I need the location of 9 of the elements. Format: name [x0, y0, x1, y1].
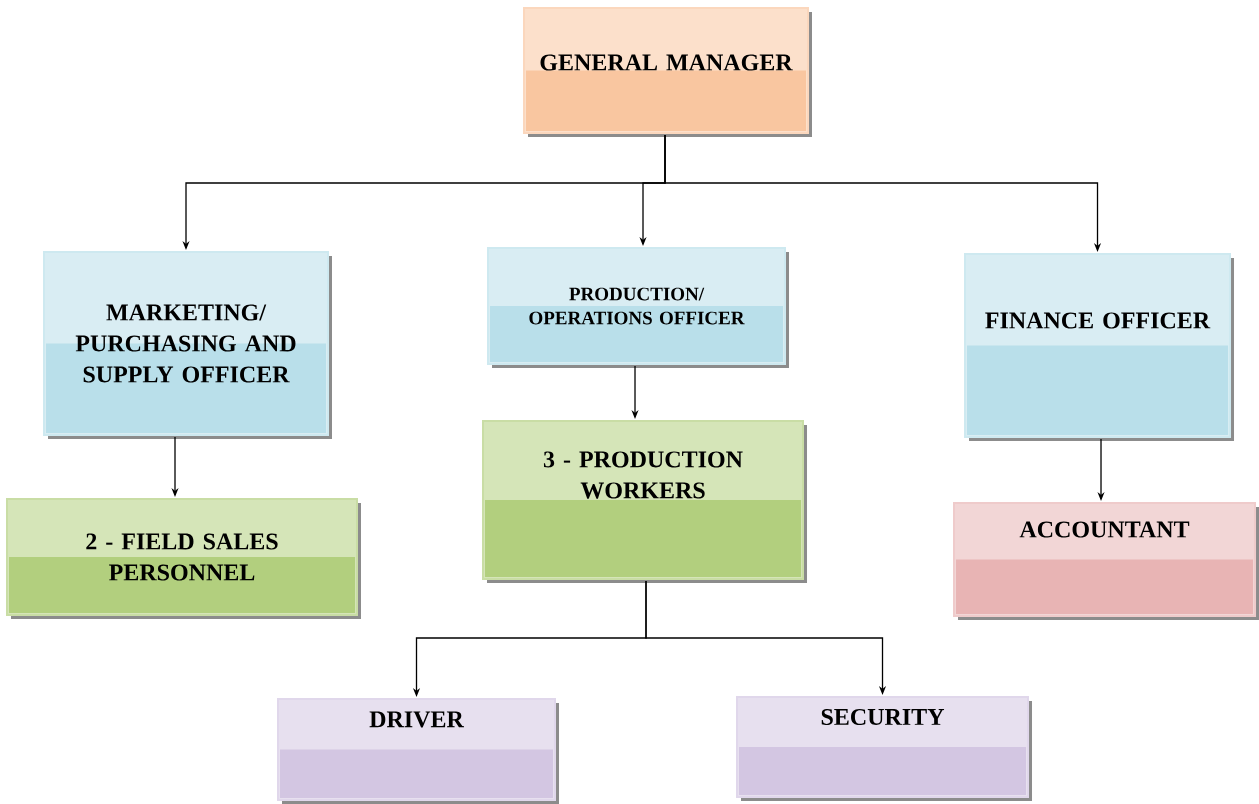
org-chart-box: MARKETING/ PURCHASING AND SUPPLY OFFICER — [43, 251, 332, 439]
org-chart-box: GENERAL MANAGER — [523, 7, 812, 137]
org-chart-box: FINANCE OFFICER — [964, 253, 1234, 441]
org-chart-box: ACCOUNTANT — [953, 502, 1259, 620]
org-chart-box: SECURITY — [736, 696, 1032, 801]
org-chart-box: 2 - FIELD SALES PERSONNEL — [6, 498, 361, 619]
org-chart-box: 3 - PRODUCTION WORKERS — [482, 420, 807, 583]
org-chart-box: DRIVER — [277, 698, 559, 804]
org-chart-box: PRODUCTION/ OPERATIONS OFFICER — [487, 247, 789, 368]
